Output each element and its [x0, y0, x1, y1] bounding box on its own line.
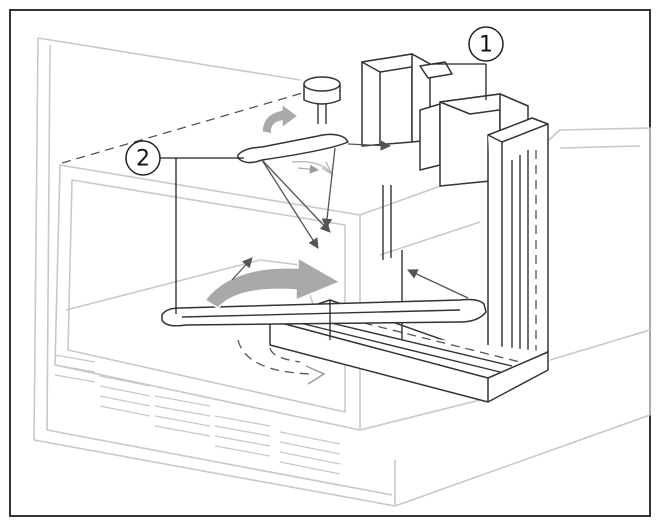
top-stirrer-blade — [237, 133, 349, 164]
top-rotation-arrow-icon — [261, 102, 300, 135]
oven-vent-grille — [54, 354, 341, 475]
callout-waveguide: 1 — [432, 26, 504, 100]
bottom-stirrer-blade-inner — [181, 309, 461, 318]
oven-top-dashed-edge — [61, 84, 331, 164]
waveguide-channel — [269, 117, 549, 403]
top-rotation-return-arrow-icon — [291, 161, 331, 173]
oven-cavity-outline — [54, 164, 486, 431]
bottom-stirrer-blade — [161, 298, 487, 327]
bottom-dashed-rotation-icon — [237, 339, 313, 375]
bottom-rotation-arrow-icon — [203, 256, 342, 309]
top-stirrer-motor — [303, 76, 341, 124]
callout-2-label: 2 — [136, 147, 150, 172]
microwave-path-arrows — [231, 140, 469, 299]
callout-1-label: 1 — [479, 33, 493, 58]
oven-body-outline — [33, 37, 651, 507]
antenna-rods — [382, 185, 403, 340]
callout-stirrer: 2 — [125, 140, 244, 314]
